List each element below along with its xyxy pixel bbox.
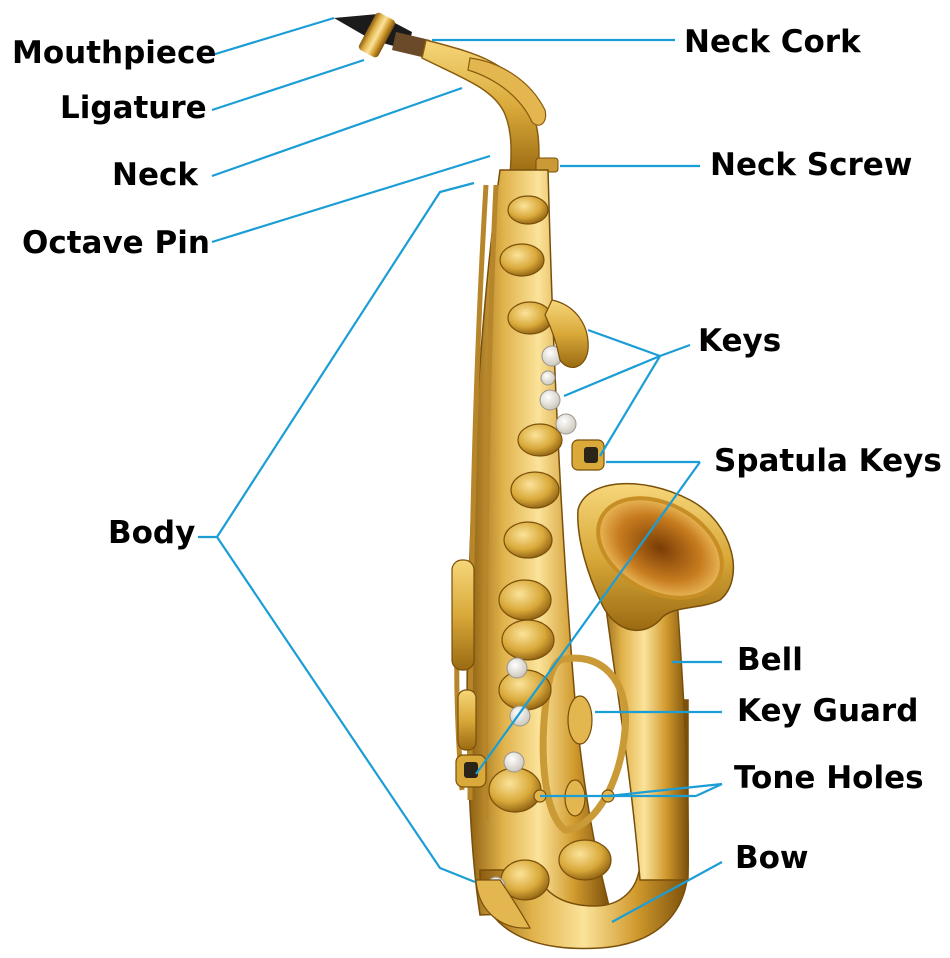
label-ligature: Ligature (60, 90, 207, 126)
leader-lines (198, 16, 723, 923)
key-cups (488, 195, 612, 901)
spatula-keys-shape (455, 439, 605, 788)
body-leader (215, 181, 476, 884)
key-guard-inner-shape (564, 779, 586, 817)
pearl-keys (486, 345, 577, 896)
saxophone-illustration (334, 12, 735, 950)
label-neck-cork: Neck Cork (684, 24, 861, 60)
neck-leader (211, 86, 463, 178)
label-neck: Neck (112, 157, 198, 193)
neck-cork-shape (392, 32, 430, 58)
label-mouthpiece: Mouthpiece (12, 35, 217, 71)
label-tone-holes: Tone Holes (734, 760, 924, 796)
ligature-leader (211, 58, 365, 112)
label-spatula-keys: Spatula Keys (714, 443, 942, 479)
mouthpiece-leader (211, 16, 335, 57)
tone-holes-leader (607, 782, 723, 798)
key-guard-shape (539, 654, 630, 834)
label-neck-screw: Neck Screw (710, 147, 913, 183)
keys-leader (599, 355, 661, 457)
key-guard-inner-shape (567, 695, 593, 745)
keys-leader (587, 328, 661, 358)
low-key-guard-shape (475, 879, 531, 929)
bow-leader (611, 861, 723, 923)
label-body: Body (108, 515, 196, 551)
palm-keys-shape (544, 299, 589, 368)
side-keys (451, 559, 477, 751)
tone-holes-leader (695, 783, 723, 797)
label-keys: Keys (698, 323, 782, 359)
octave-key-shape (467, 57, 547, 126)
spatula-keys-leader (475, 461, 701, 775)
label-octave-pin: Octave Pin (22, 225, 210, 261)
label-bow: Bow (735, 840, 809, 876)
ligature-shape (358, 12, 396, 58)
bell-opening-shape (596, 496, 724, 600)
octave-pin-leader (211, 154, 491, 244)
keys-leader (563, 354, 661, 398)
label-key-guard: Key Guard (737, 693, 919, 729)
label-bell: Bell (737, 642, 803, 678)
keys-leader (659, 343, 691, 358)
